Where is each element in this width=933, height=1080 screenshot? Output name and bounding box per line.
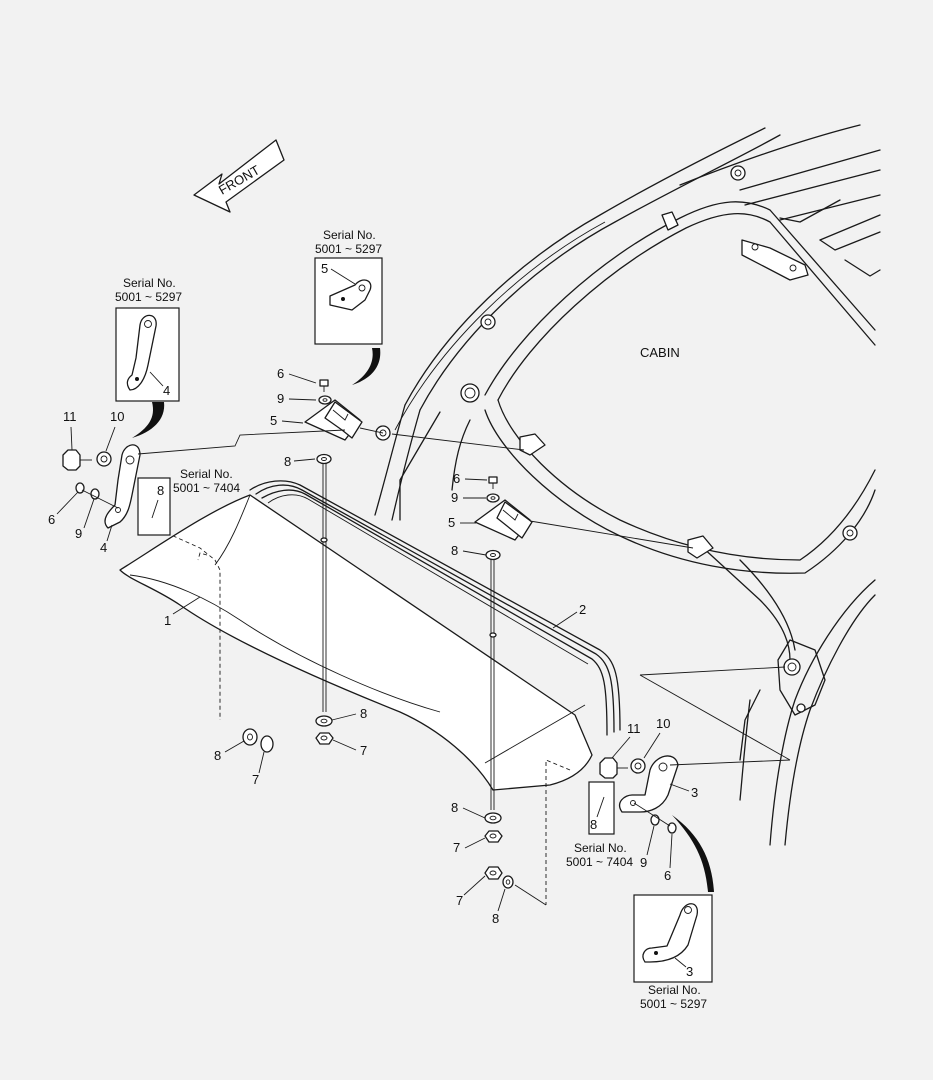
svg-text:9: 9	[277, 391, 284, 406]
svg-text:6: 6	[453, 471, 460, 486]
svg-text:8: 8	[492, 911, 499, 926]
svg-text:10: 10	[110, 409, 124, 424]
bracket-part-4	[104, 444, 141, 529]
svg-text:8: 8	[451, 800, 458, 815]
svg-text:11: 11	[627, 721, 641, 736]
washer-icon	[485, 549, 501, 561]
cabin-label: CABIN	[640, 345, 680, 360]
serial-range: 5001 ~ 7404	[173, 481, 240, 495]
serial-callout-top-5: Serial No. 5001 ~ 5297 5	[314, 228, 383, 385]
bracket-part-5-left	[304, 399, 363, 441]
svg-text:9: 9	[640, 855, 647, 870]
washer-icon	[484, 812, 502, 824]
svg-text:6: 6	[664, 868, 671, 883]
serial-heading: Serial No.	[123, 276, 176, 290]
washer-icon	[316, 453, 332, 465]
callout-labels: 11 10 6 9 4 8 1 6 9 5 8 6 9 5 8 2	[48, 366, 698, 926]
svg-text:3: 3	[691, 785, 698, 800]
serial-callout-left-8: Serial No. 5001 ~ 7404	[137, 467, 240, 536]
svg-text:8: 8	[590, 817, 597, 832]
svg-text:7: 7	[252, 772, 259, 787]
svg-text:3: 3	[686, 964, 693, 979]
serial-range: 5001 ~ 5297	[115, 290, 182, 304]
svg-text:8: 8	[451, 543, 458, 558]
serial-range: 5001 ~ 5297	[640, 997, 707, 1011]
svg-text:5: 5	[270, 413, 277, 428]
washer-icon	[486, 493, 500, 503]
screw-icon	[75, 482, 85, 494]
svg-text:1: 1	[164, 613, 171, 628]
svg-text:8: 8	[214, 748, 221, 763]
bolt-icon	[62, 449, 92, 471]
assembly-lines	[137, 427, 791, 906]
front-arrow-icon: FRONT	[193, 139, 285, 213]
svg-text:8: 8	[284, 454, 291, 469]
svg-text:6: 6	[48, 512, 55, 527]
serial-range: 5001 ~ 5297	[315, 242, 382, 256]
washer-icon	[630, 758, 646, 774]
serial-callout-bottom-3: 3 Serial No. 5001 ~ 5297	[633, 815, 714, 1011]
nut-icon	[315, 732, 334, 745]
washer-icon	[96, 451, 112, 467]
bracket-part-3	[618, 755, 679, 813]
screw-icon	[488, 476, 498, 489]
serial-callout-right-8: Serial No. 5001 ~ 7404	[566, 781, 633, 869]
nut-icon	[260, 735, 274, 753]
nut-icon	[484, 830, 503, 843]
svg-text:11: 11	[63, 409, 77, 424]
serial-heading: Serial No.	[180, 467, 233, 481]
bolt-icon	[599, 757, 628, 779]
svg-text:8: 8	[157, 483, 164, 498]
svg-text:7: 7	[453, 840, 460, 855]
svg-text:4: 4	[163, 383, 170, 398]
svg-text:5: 5	[448, 515, 455, 530]
svg-text:5: 5	[321, 261, 328, 276]
cabin-structure: CABIN	[374, 124, 881, 846]
washer-icon	[315, 715, 333, 727]
svg-text:4: 4	[100, 540, 107, 555]
serial-range: 5001 ~ 7404	[566, 855, 633, 869]
svg-text:7: 7	[360, 743, 367, 758]
svg-text:9: 9	[75, 526, 82, 541]
washer-icon	[242, 728, 258, 746]
svg-text:2: 2	[579, 602, 586, 617]
serial-heading: Serial No.	[323, 228, 376, 242]
screw-icon	[319, 379, 329, 392]
svg-text:8: 8	[360, 706, 367, 721]
svg-text:9: 9	[451, 490, 458, 505]
washer-icon	[318, 395, 332, 405]
sun-visor-part-1	[119, 480, 621, 791]
serial-heading: Serial No.	[574, 841, 627, 855]
serial-callout-left-4: Serial No. 5001 ~ 5297 4	[115, 276, 182, 438]
nut-icon	[484, 866, 503, 880]
fasteners	[62, 379, 677, 889]
svg-text:10: 10	[656, 716, 670, 731]
washer-icon	[502, 875, 514, 889]
svg-text:6: 6	[277, 366, 284, 381]
screw-icon	[667, 822, 677, 834]
bracket-part-5-right	[474, 499, 533, 541]
svg-text:7: 7	[456, 893, 463, 908]
cabin-bolt-icon	[375, 165, 858, 713]
serial-heading: Serial No.	[648, 983, 701, 997]
